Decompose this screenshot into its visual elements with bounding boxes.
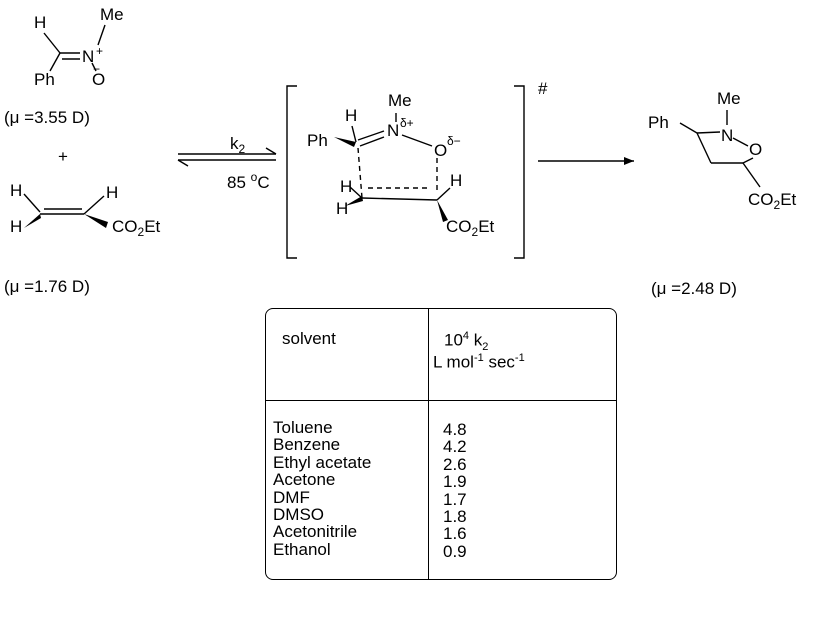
product-structure: Ph Me N O CO2Et (μ =2.48 D) [648,89,797,298]
rate-constant-cell: 0.9 [443,541,467,561]
ts-ester-group: CO2Et [446,217,495,239]
ts-h-left-1: H [340,177,352,196]
product-arrow-head [624,157,634,165]
nitrone-h-atom: H [34,13,46,32]
ts-n-partial-charge: δ+ [400,116,414,130]
ts-h-right: H [450,171,462,190]
bond-h-c [43,32,61,54]
product-ester-group: CO2Et [748,190,797,212]
rate-constant-cell: 1.9 [443,472,467,492]
rate-constant-cell: 4.2 [443,437,467,457]
product-bond-n-o [732,137,749,147]
nitrone-n-atom: N [82,47,94,66]
product-o-atom: O [749,140,762,159]
table-header-solvent: solvent [282,329,336,348]
rate-table [265,308,617,580]
product-n-atom: N [721,126,733,145]
table-header-divider [265,400,617,401]
ts-n-atom: N [387,121,399,140]
ts-bond-c-n-2 [359,136,385,147]
product-dipole: (μ =2.48 D) [651,279,737,298]
ts-o-partial-charge: δ− [447,134,461,148]
ts-o-atom: O [434,141,447,160]
product-bond-c5-ester [742,162,761,188]
product-bond-c3-n [696,131,721,134]
ts-bond-c-h [351,125,357,143]
acrylate-structure: H H H CO2Et (μ =1.76 D) [4,181,161,296]
ts-me-group: Me [388,91,412,110]
table-header-rate-constant: 104 k2 [444,330,489,354]
bond-h1-c [23,193,41,213]
ts-ph-group: Ph [307,131,328,150]
solvent-cell: DMSO [273,504,324,524]
acrylate-ester-group: CO2Et [112,217,161,239]
nitrone-me-group: Me [100,5,124,24]
bond-n-o [91,62,97,72]
temperature-label: 85 oC [227,170,270,192]
rate-constant-cell: 4.8 [443,420,467,439]
plus-sign: + [58,147,68,166]
ts-bond-c-h-left [349,186,363,199]
reverse-arrow-head [177,159,189,167]
product-bond-c3-c4 [696,132,712,164]
product-me-group: Me [717,89,741,108]
forward-arrow-head [265,147,277,155]
table-column-divider [428,308,429,580]
solvent-cell: Ethanol [273,539,331,559]
bond-n-me [97,24,106,46]
solvent-cell: Acetonitrile [273,522,358,542]
transition-state: # Ph H Me N δ+ O δ− H H H CO2Et [286,79,548,259]
product-bond-ph-c [679,122,698,134]
ts-double-dagger: # [538,79,548,98]
ts-bond-n-o [401,134,433,147]
ts-bond-c-c [361,197,438,201]
ts-bond-c-h-right [436,187,451,201]
product-ph-group: Ph [648,113,669,132]
bond-c-ph [49,52,61,72]
nitrone-o-atom: O [92,70,105,89]
acrylate-h-atom-3: H [106,183,118,202]
nitrone-o-charge: − [93,62,100,76]
rate-constant-cell: 1.7 [443,489,467,509]
wedge-h2-c [24,214,41,228]
right-bracket [514,85,525,259]
acrylate-dipole: (μ =1.76 D) [4,277,90,296]
solvent-cell: Acetone [273,470,336,490]
ts-wedge-co2et [437,200,448,222]
table-header-units: L mol-1 sec-1 [433,352,525,372]
ts-h-left-2: H [336,199,348,218]
equilibrium-arrows: k2 85 oC [177,134,277,192]
nitrone-dipole: (μ =3.55 D) [4,108,90,127]
ts-wedge-ph [334,137,356,147]
solvent-cell: Benzene [273,435,341,455]
product-bond-c5-o [742,157,754,164]
wedge-c-co2et [84,214,108,228]
rate-constant-label: k2 [230,134,246,156]
ts-h-top: H [345,106,357,125]
rate-constant-column: 4.8 4.2 2.6 1.9 1.7 1.8 1.6 0.9 [443,420,467,561]
rate-constant-cell: 1.6 [443,524,467,544]
solvent-cell: Ethyl acetate [273,452,372,472]
bond-c-h3 [83,195,105,215]
solvent-cell: Toluene [273,418,333,437]
acrylate-h-atom-2: H [10,217,22,236]
ts-bond-c-n-1 [357,130,385,141]
ts-forming-bond-c-c [357,147,363,199]
nitrone-n-charge: + [96,44,103,58]
reaction-scheme: H Me N + O − Ph (μ =3.55 D) + H H H CO2E… [4,5,797,298]
ts-wedge-h-left [345,196,363,206]
left-bracket [286,85,297,259]
nitrone-structure: H Me N + O − Ph (μ =3.55 D) [4,5,124,127]
acrylate-h-atom-1: H [10,181,22,200]
solvent-cell: DMF [273,487,310,507]
rate-constant-cell: 1.8 [443,506,467,526]
nitrone-ph-group: Ph [34,70,55,89]
solvent-column: Toluene Benzene Ethyl acetate Acetone DM… [273,418,372,559]
rate-constant-cell: 2.6 [443,454,467,474]
